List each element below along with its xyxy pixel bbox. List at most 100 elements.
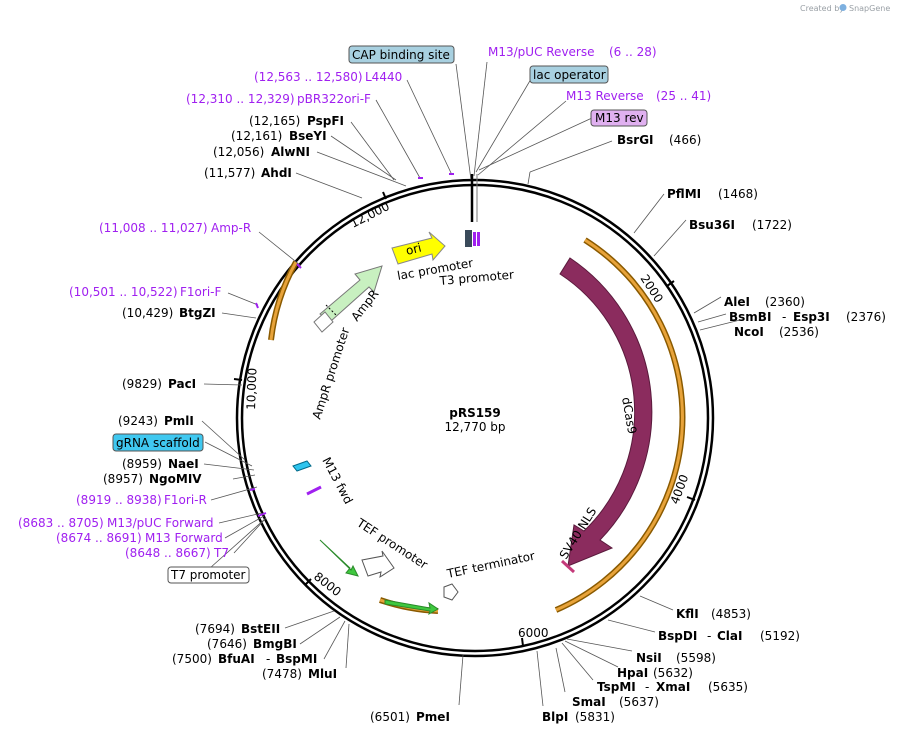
bseyi-pos: (12,161) (231, 129, 282, 143)
tick-10000: 10,000 (244, 368, 259, 410)
pmli-name: PmlI (164, 414, 194, 428)
pflmi-pos: (1468) (718, 187, 758, 201)
cyc-green-arrow (384, 599, 439, 616)
m13-rev-mark (473, 232, 476, 246)
smai-pos: (5637) (619, 695, 659, 709)
l4440-name: L4440 (365, 70, 402, 84)
btgzi-pos: (10,429) (122, 306, 173, 320)
m13-reverse-mark (477, 232, 480, 246)
f1ori-f-name: F1ori-F (180, 285, 221, 299)
m13puc-rev-name: M13/pUC Reverse (488, 45, 595, 59)
bseyi-name: BseYI (289, 129, 327, 143)
m13puc-fwd-name: M13/pUC Forward (107, 516, 214, 530)
pspfi-name: PspFI (307, 114, 344, 128)
pspfi-pos: (12,165) (249, 114, 300, 128)
m13-fwd-label: M13 fwd (319, 455, 355, 507)
ampr-primer-pos: (11,008 .. 11,027) (99, 221, 208, 235)
ampr-primer-name: Amp-R (211, 221, 251, 235)
tspmi-name: TspMI (597, 680, 636, 694)
alei-name: AleI (724, 295, 750, 309)
alwni-pos: (12,056) (213, 145, 264, 159)
ahdi-name: AhdI (261, 166, 292, 180)
m13rev-box (590, 109, 648, 127)
m13puc-rev-pos: (6 .. 28) (609, 45, 657, 59)
lacop-box (529, 65, 609, 84)
pmei-name: PmeI (416, 710, 450, 724)
lacop-label: lac operator (533, 68, 606, 82)
kfli-name: KflI (676, 607, 699, 621)
cap-label: CAP binding site (352, 48, 450, 62)
primer-ticks (249, 173, 454, 517)
leader-lines (201, 61, 741, 707)
esp3i-name: Esp3I (793, 310, 830, 324)
backbone-inner (240, 183, 710, 653)
tef-terminator-mark (443, 583, 459, 601)
snapgene-logo-icon (839, 4, 847, 11)
m13puc-fwd-pos: (8683 .. 8705) (18, 516, 104, 530)
credit-brand: SnapGene (849, 4, 890, 13)
ngomiv-pos: (8957) (103, 472, 143, 486)
m13rev-label: M13 rev (595, 111, 644, 125)
tspmi-pos: (5635) (708, 680, 748, 694)
ampr-promoter-label: AmpR promoter (310, 326, 353, 421)
lac-operator-mark (465, 230, 472, 247)
bsmbi-name: BsmBI (729, 310, 771, 324)
mlui-pos: (7478) (262, 667, 302, 681)
ncoi-name: NcoI (734, 325, 764, 339)
hpai-pos: (5632) (653, 666, 693, 680)
tef-terminator-label: TEF terminator (445, 549, 536, 582)
pmei-pos: (6501) (370, 710, 410, 724)
t7-name: T7 (213, 546, 229, 560)
tick-6000: 6000 (518, 626, 549, 640)
m13-forward-pos: (8674 .. 8691) (56, 531, 142, 545)
naei-name: NaeI (168, 457, 199, 471)
bsrgi-name: BsrGI (617, 133, 654, 147)
paci-name: PacI (168, 377, 196, 391)
pbr322-name: pBR322ori-F (297, 92, 371, 106)
l4440-pos: (12,563 .. 12,580) (254, 70, 363, 84)
orf-left-band (269, 261, 298, 341)
xmai-name: XmaI (656, 680, 690, 694)
bspdi-dash: - (707, 629, 711, 643)
bspdi-pos: (5192) (760, 629, 800, 643)
bsrgi-pos: (466) (669, 133, 701, 147)
blpi-name: BlpI (542, 710, 568, 724)
bsmbi-dash: - (782, 310, 786, 324)
pflmi-name: PflMI (667, 187, 701, 201)
bsmbi-pos: (2376) (846, 310, 886, 324)
clai-name: ClaI (717, 629, 742, 643)
bsteii-pos: (7694) (195, 622, 235, 636)
nsii-pos: (5598) (676, 651, 716, 665)
tick-marks (233, 191, 696, 647)
grna-box (112, 433, 204, 452)
bfuai-name: BfuAI (218, 652, 255, 666)
ori-label: ori (404, 241, 423, 258)
bmgbi-pos: (7646) (207, 637, 247, 651)
paci-pos: (9829) (122, 377, 162, 391)
kfli-pos: (4853) (711, 607, 751, 621)
pbr322-pos: (12,310 .. 12,329) (186, 92, 295, 106)
bsteii-name: BstEII (241, 622, 280, 636)
cap-box (348, 45, 455, 64)
m13-reverse-pos: (25 .. 41) (656, 89, 711, 103)
nsii-name: NsiI (636, 651, 662, 665)
bmgbi-name: BmgBI (253, 637, 297, 651)
bspmi-name: BspMI (276, 652, 317, 666)
hpai-name: HpaI (617, 666, 648, 680)
bspdi-name: BspDI (658, 629, 697, 643)
m13-forward-name: M13 Forward (145, 531, 223, 545)
ahdi-pos: (11,577) (204, 166, 255, 180)
plasmid-length: 12,770 bp (444, 420, 505, 434)
sv40-mark (560, 559, 576, 574)
ampr-promoter-mark (313, 311, 334, 333)
orf-right-band (555, 238, 684, 612)
f1ori-f-pos: (10,501 .. 10,522) (69, 285, 178, 299)
f1ori-r-name: F1ori-R (164, 493, 207, 507)
ori-arrow (391, 231, 446, 265)
naei-pos: (8959) (122, 457, 162, 471)
ncoi-pos: (2536) (779, 325, 819, 339)
t7prom-box (167, 566, 250, 584)
smai-name: SmaI (572, 695, 606, 709)
credit-prefix: Created by (800, 4, 844, 13)
dcas9-arrow (559, 257, 653, 567)
